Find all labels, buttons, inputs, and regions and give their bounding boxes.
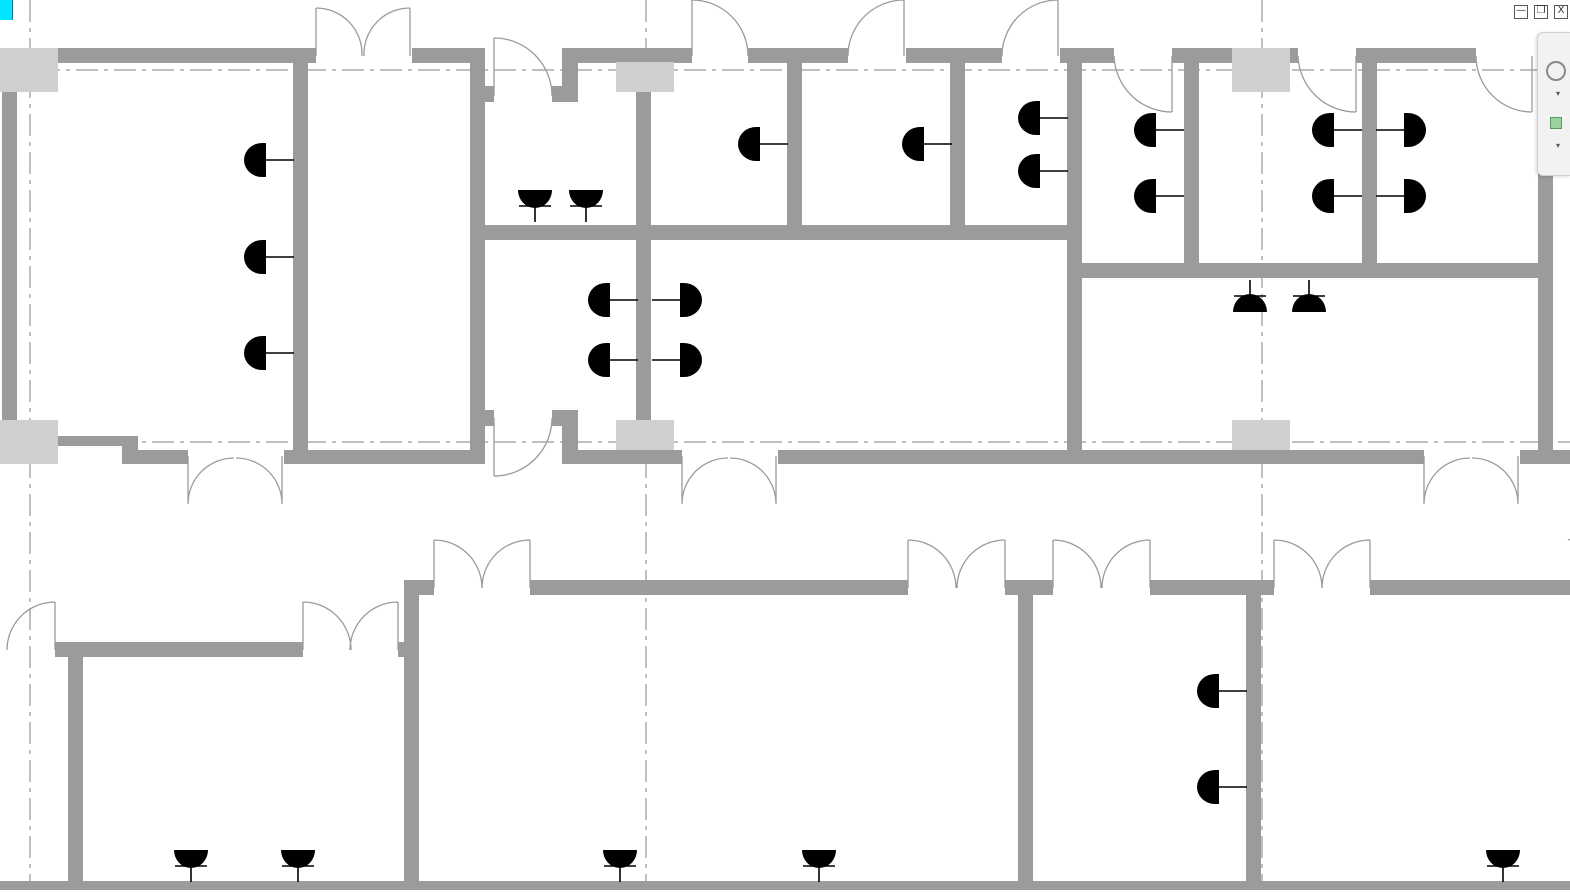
- doors: [6, 0, 1570, 651]
- wall-light-fixture-icon[interactable]: [801, 849, 837, 883]
- chevron-down-icon[interactable]: ▾: [1556, 141, 1561, 150]
- wall-light-fixture-icon[interactable]: [901, 126, 953, 162]
- wall-light-fixture-icon[interactable]: [587, 282, 639, 318]
- window-controls: — ❐ X: [1514, 4, 1570, 20]
- wall-light-fixture-icon[interactable]: [517, 189, 553, 223]
- wall-light-fixture-icon[interactable]: [587, 342, 639, 378]
- wall-light-fixture-icon[interactable]: [173, 849, 209, 883]
- steering-wheel-icon[interactable]: [1546, 61, 1566, 81]
- wall-light-fixture-icon[interactable]: [280, 849, 316, 883]
- wall-light-fixture-icon[interactable]: [737, 126, 789, 162]
- restore-button[interactable]: ❐: [1534, 5, 1548, 19]
- wall-light-fixture-icon[interactable]: [651, 342, 703, 378]
- minimize-button[interactable]: —: [1514, 5, 1528, 19]
- wall-light-fixture-icon[interactable]: [1017, 100, 1069, 136]
- wall-light-fixture-icon[interactable]: [243, 142, 295, 178]
- wall-light-fixture-icon[interactable]: [1017, 153, 1069, 189]
- wall-light-fixture-icon[interactable]: [1291, 279, 1327, 313]
- view-cube-badge[interactable]: [0, 0, 13, 20]
- wall-light-fixture-icon[interactable]: [243, 239, 295, 275]
- wall-light-fixture-icon[interactable]: [602, 849, 638, 883]
- wall-light-fixture-icon[interactable]: [1133, 178, 1185, 214]
- structural-columns: [0, 48, 1290, 464]
- wall-light-fixture-icon[interactable]: [1311, 112, 1363, 148]
- lower-walls: [0, 580, 1570, 890]
- wall-light-fixture-icon[interactable]: [1196, 769, 1248, 805]
- wall-light-fixture-icon[interactable]: [1196, 673, 1248, 709]
- wall-light-fixture-icon[interactable]: [568, 189, 604, 223]
- wall-light-fixture-icon[interactable]: [1311, 178, 1363, 214]
- wall-light-fixture-icon[interactable]: [1375, 112, 1427, 148]
- wall-light-fixture-icon[interactable]: [1485, 849, 1521, 883]
- wall-light-fixture-icon[interactable]: [243, 335, 295, 371]
- wall-light-fixture-icon[interactable]: [651, 282, 703, 318]
- chevron-down-icon[interactable]: ▾: [1556, 89, 1561, 98]
- close-button[interactable]: X: [1554, 5, 1568, 19]
- wall-light-fixture-icon[interactable]: [1133, 112, 1185, 148]
- upper-walls: [2, 48, 1570, 464]
- zoom-icon[interactable]: [1550, 117, 1562, 129]
- light-fixtures[interactable]: [173, 100, 1521, 883]
- wall-light-fixture-icon[interactable]: [1375, 178, 1427, 214]
- navigation-bar[interactable]: ▾ ▾: [1537, 32, 1570, 176]
